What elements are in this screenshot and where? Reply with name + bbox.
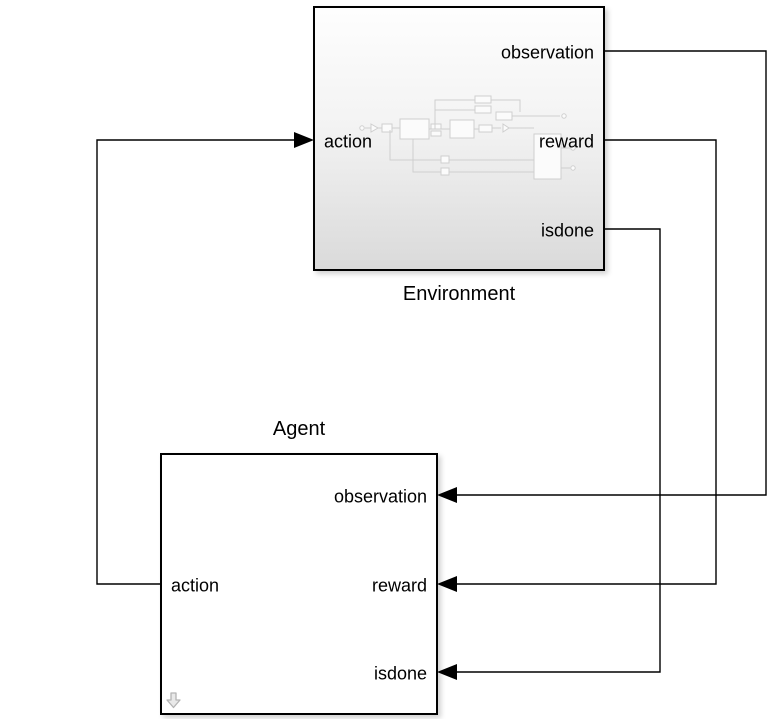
environment-port-observation: observation [500, 42, 594, 63]
subsystem-down-arrow-icon[interactable] [166, 692, 182, 709]
agent-port-isdone: isdone [373, 663, 427, 684]
agent-port-observation: observation [333, 486, 427, 507]
agent-port-reward: reward [371, 575, 427, 596]
environment-port-isdone: isdone [540, 220, 594, 241]
agent-title: Agent [272, 418, 326, 440]
agent-port-action: action [171, 575, 220, 596]
environment-port-reward: reward [538, 131, 594, 152]
agent-block[interactable]: observation reward isdone action [160, 453, 438, 715]
environment-block[interactable]: action observation reward isdone [313, 6, 605, 271]
environment-port-action: action [324, 131, 373, 152]
environment-title: Environment [402, 283, 516, 305]
